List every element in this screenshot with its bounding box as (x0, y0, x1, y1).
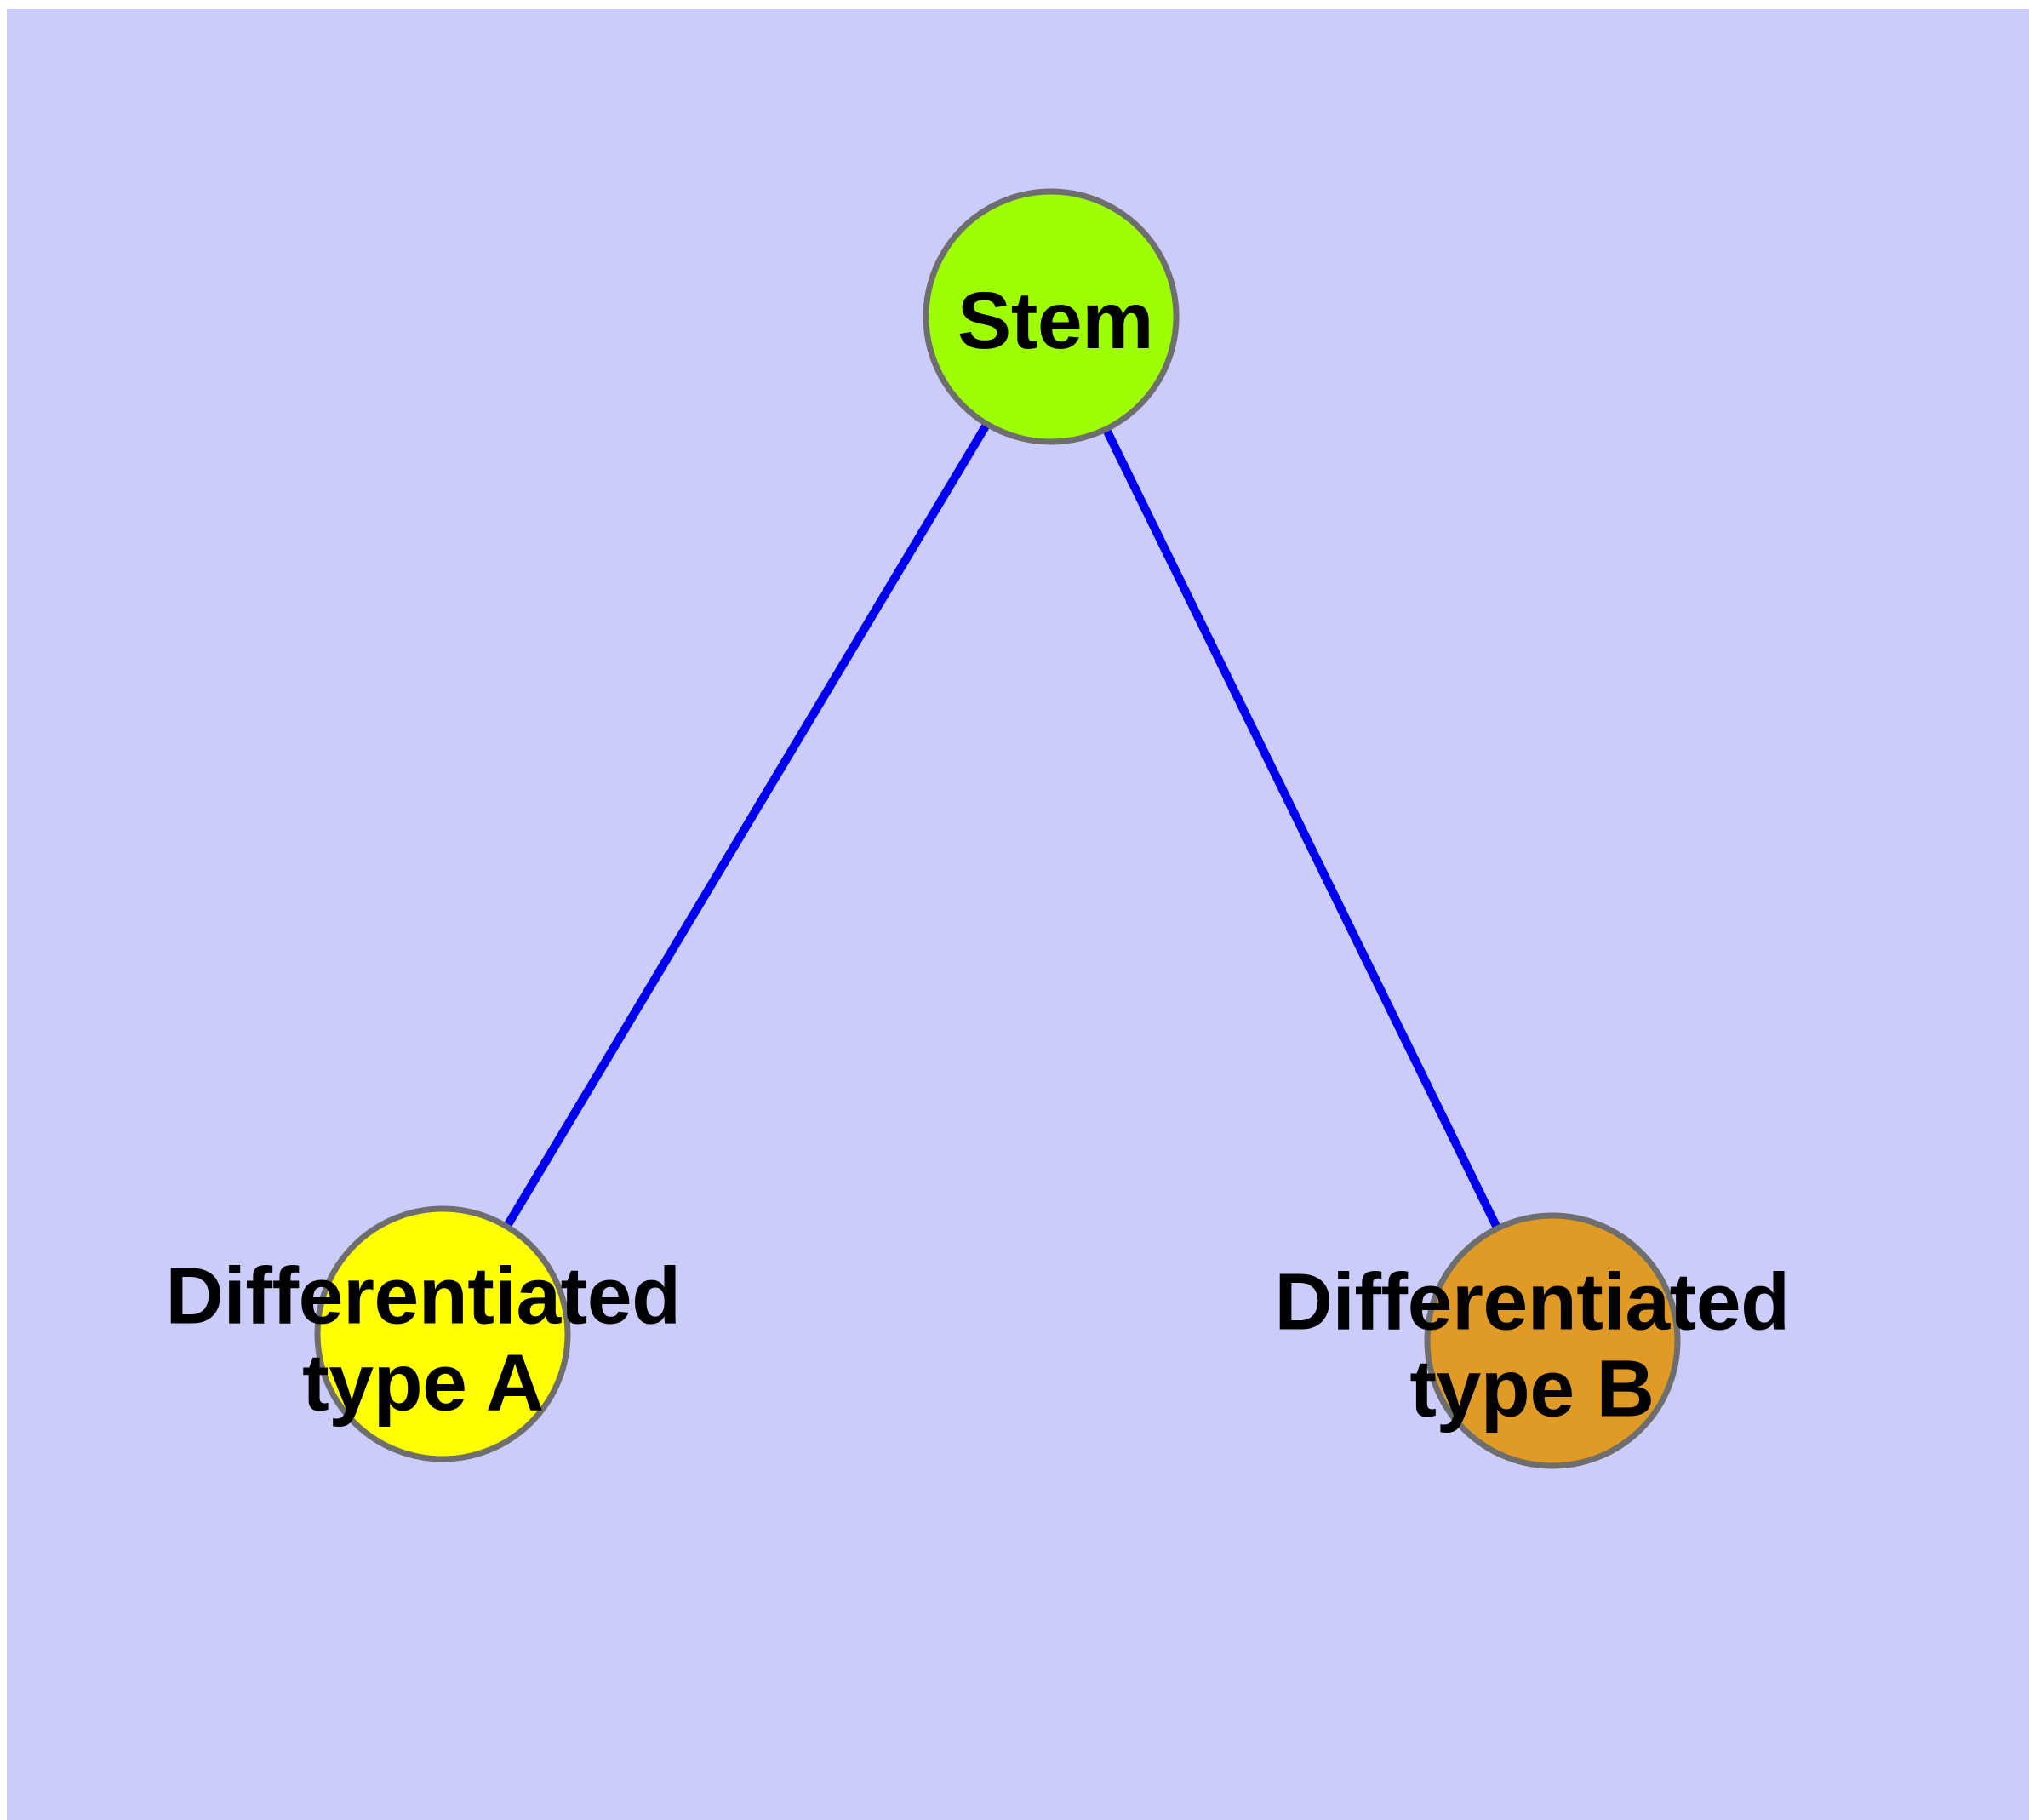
node-stem[interactable] (923, 188, 1180, 445)
node-differentiated-type-a[interactable] (314, 1205, 571, 1462)
node-label-diff-a-line2: type A (302, 1337, 544, 1428)
node-layer (314, 188, 1681, 1469)
node-label-diff-b-line1: Differentiated (1274, 1256, 1790, 1348)
node-label-diff-a-line1: Differentiated (165, 1251, 681, 1342)
node-differentiated-type-b[interactable] (1424, 1212, 1681, 1469)
edge-stem-to-differentiated-type-b (1103, 429, 1500, 1228)
node-label-stem: Stem (957, 276, 1154, 367)
edge-layer (504, 424, 1500, 1228)
node-label-diff-b-line2: type B (1409, 1343, 1655, 1434)
edge-stem-to-differentiated-type-a (504, 424, 990, 1227)
